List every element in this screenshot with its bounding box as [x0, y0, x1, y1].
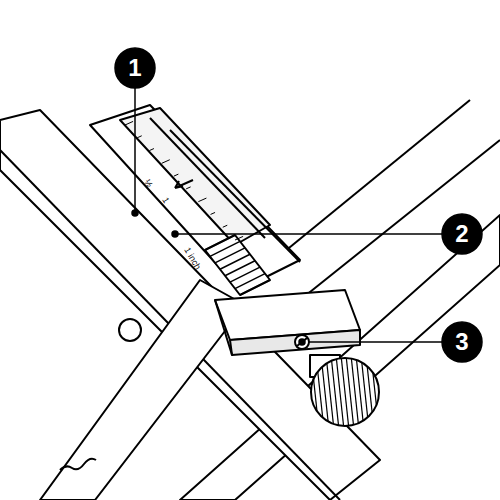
callout-circle [442, 214, 482, 254]
callout-circle [442, 322, 482, 362]
thread [205, 235, 270, 295]
screw-head [295, 335, 309, 349]
clamp-edge [215, 300, 232, 355]
scale-channel [90, 105, 300, 290]
leader-line [309, 341, 442, 343]
scale-tick [149, 149, 154, 151]
scale-tick [198, 198, 206, 202]
leader-dot [172, 231, 178, 237]
leader-line [175, 233, 442, 235]
scale-strip [120, 108, 270, 245]
thread-line [205, 235, 235, 250]
scale-tick [235, 236, 243, 240]
callout-number: 1 [115, 48, 155, 88]
cross-bar-edge [300, 140, 500, 300]
index-arrow [175, 180, 193, 188]
scale-tick [125, 121, 133, 125]
cross-bar-edge [262, 100, 470, 270]
screw-slot [297, 338, 307, 346]
bar-hole [119, 319, 141, 341]
thread-line [230, 267, 260, 282]
callout-number: 2 [442, 214, 482, 254]
callout-circle [115, 48, 155, 88]
thread-line [220, 254, 250, 269]
scale-tick [174, 174, 179, 176]
scale-tick [162, 160, 170, 164]
thread-line [225, 261, 255, 276]
knurl-line [376, 355, 384, 430]
scale-groove [150, 118, 265, 238]
break-line [60, 459, 96, 470]
scale-tick [186, 187, 191, 189]
callout-number: 3 [442, 322, 482, 362]
lower-bar [40, 280, 245, 500]
knurl-line [371, 355, 379, 430]
knurl-line [366, 355, 374, 430]
leader-dot [299, 339, 305, 345]
leader-dot [132, 210, 138, 216]
knurl-line [361, 355, 369, 430]
leader-line [134, 88, 136, 213]
scale-tick [223, 225, 228, 227]
thread-line [240, 280, 270, 295]
thread-line [210, 241, 240, 256]
knurl-line [311, 355, 319, 430]
scale-tick [137, 136, 142, 138]
scale-tick [211, 212, 216, 214]
thread-line [235, 274, 265, 289]
thread-line [215, 248, 245, 263]
